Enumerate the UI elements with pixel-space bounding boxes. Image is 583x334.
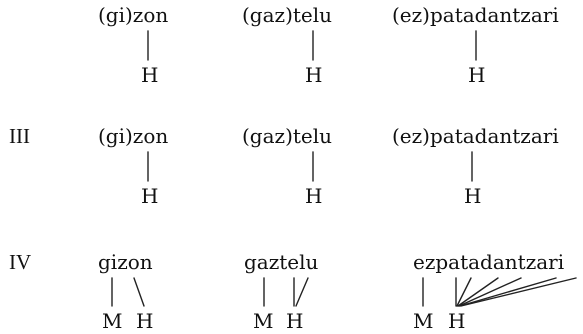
tone-label: H	[468, 63, 486, 87]
tone-label: H	[136, 309, 154, 333]
tone-label: M	[102, 309, 123, 333]
word: ezpatadantzari	[413, 250, 565, 274]
word: (gaz)telu	[242, 3, 333, 27]
assoc-line	[133, 277, 145, 307]
tone-label: H	[141, 63, 159, 87]
assoc-line	[459, 277, 557, 307]
tone-label: H	[305, 63, 323, 87]
tone-label: H	[464, 184, 482, 208]
word: gizon	[98, 250, 153, 274]
word: (gaz)telu	[242, 124, 333, 148]
word: (gi)zon	[98, 124, 169, 148]
assoc-line	[458, 277, 522, 307]
tone-label: H	[141, 184, 159, 208]
word: gaztelu	[244, 250, 319, 274]
tone-label: M	[413, 309, 434, 333]
tone-label: M	[253, 309, 274, 333]
tone-label: H	[286, 309, 304, 333]
tone-label: H	[305, 184, 323, 208]
word: (gi)zon	[98, 3, 169, 27]
assoc-line	[456, 277, 472, 307]
word: (ez)patadantzari	[392, 124, 559, 148]
assoc-line	[295, 277, 309, 307]
assoc-line	[457, 277, 499, 307]
assoc-line	[460, 277, 577, 307]
tone-label: H	[448, 309, 466, 333]
row-label: IV	[9, 250, 32, 274]
word: (ez)patadantzari	[392, 3, 559, 27]
row-label: III	[9, 124, 30, 148]
